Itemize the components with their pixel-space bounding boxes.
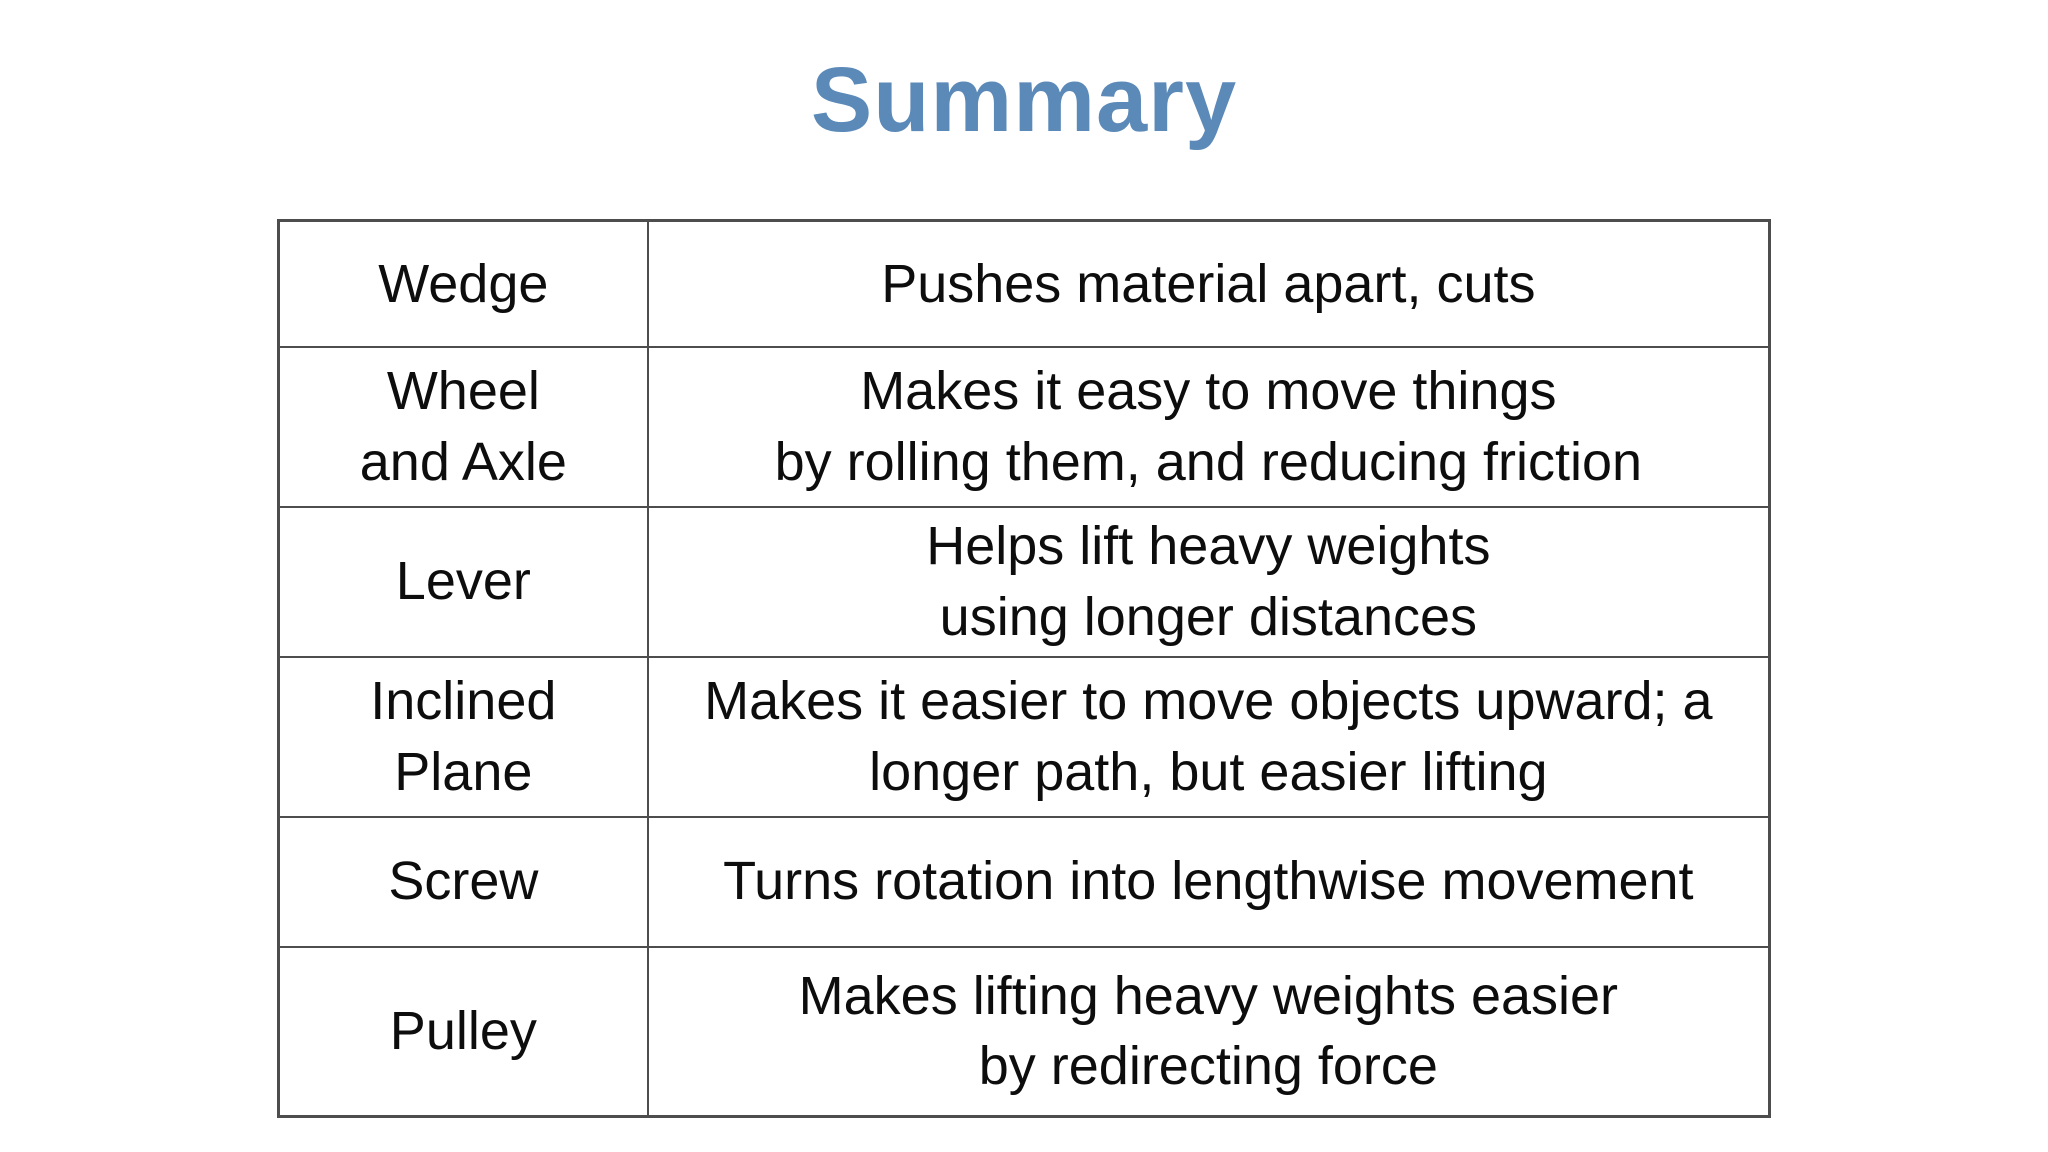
table-row: Lever Helps lift heavy weights using lon… [277, 505, 1771, 658]
table-row: Wheel and Axle Makes it easy to move thi… [277, 345, 1771, 508]
summary-table-body: Wedge Pushes material apart, cuts Wheel … [277, 219, 1771, 1118]
table-row: Inclined Plane Makes it easier to move o… [277, 655, 1771, 818]
machine-description-cell: Makes it easy to move things by rolling … [646, 345, 1771, 508]
machine-name-cell: Wedge [277, 219, 649, 348]
machine-description-cell: Pushes material apart, cuts [646, 219, 1771, 348]
machine-description-cell: Makes lifting heavy weights easier by re… [646, 945, 1771, 1118]
machine-name-cell: Inclined Plane [277, 655, 649, 818]
table-row: Wedge Pushes material apart, cuts [277, 219, 1771, 348]
machine-name-cell: Lever [277, 505, 649, 658]
machine-description-cell: Turns rotation into lengthwise movement [646, 815, 1771, 948]
summary-table: Wedge Pushes material apart, cuts Wheel … [277, 219, 1771, 1118]
page-title: Summary [810, 49, 1238, 151]
machine-name-cell: Pulley [277, 945, 649, 1118]
table-row: Screw Turns rotation into lengthwise mov… [277, 815, 1771, 948]
machine-description-cell: Makes it easier to move objects upward; … [646, 655, 1771, 818]
machine-name-cell: Wheel and Axle [277, 345, 649, 508]
table-row: Pulley Makes lifting heavy weights easie… [277, 945, 1771, 1118]
machine-name-cell: Screw [277, 815, 649, 948]
machine-description-cell: Helps lift heavy weights using longer di… [646, 505, 1771, 658]
